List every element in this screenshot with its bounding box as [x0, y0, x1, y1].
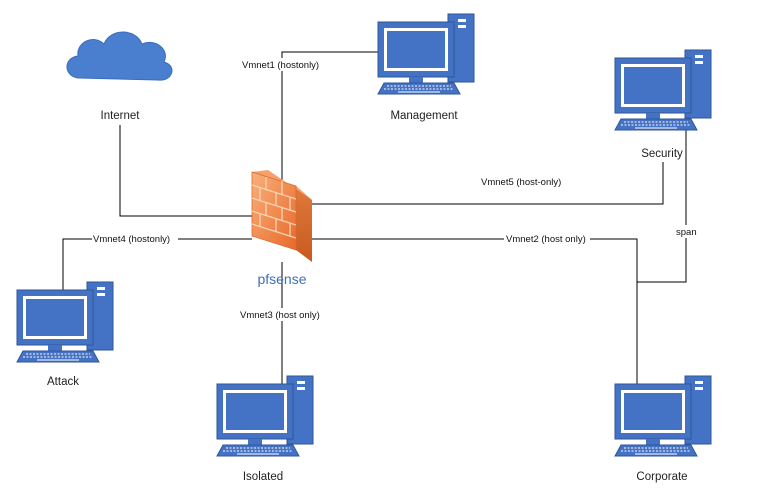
- internet-node[interactable]: Internet: [66, 31, 173, 122]
- cloud-icon: [66, 31, 173, 81]
- connection-lines: [62, 51, 687, 385]
- link-vmnet2: [312, 238, 638, 385]
- isolated-node[interactable]: Isolated: [216, 375, 314, 483]
- link-span: [637, 129, 687, 283]
- security-label: Security: [641, 148, 683, 160]
- management-node[interactable]: Management: [377, 13, 475, 122]
- link-labels: Vmnet1 (hostonly) Vmnet5 (host-only) Vmn…: [92, 58, 699, 321]
- corporate-label: Corporate: [636, 471, 687, 483]
- security-node[interactable]: Security: [614, 49, 712, 160]
- link-vmnet1: [281, 51, 378, 180]
- firewall-icon: [251, 170, 312, 262]
- corporate-node[interactable]: Corporate: [614, 375, 712, 483]
- internet-label: Internet: [101, 110, 141, 122]
- isolated-label: Isolated: [243, 471, 283, 483]
- computer-icon: [16, 281, 114, 363]
- span-label: span: [676, 227, 697, 238]
- link-vmnet5: [312, 162, 664, 205]
- attack-node[interactable]: Attack: [16, 281, 114, 388]
- vmnet1-label: Vmnet1 (hostonly): [242, 60, 319, 71]
- computer-icon: [614, 375, 712, 457]
- computer-icon: [216, 375, 314, 457]
- pfsense-node[interactable]: pfsense: [251, 170, 312, 287]
- link-internet: [119, 125, 252, 217]
- attack-label: Attack: [47, 376, 79, 388]
- vmnet5-label: Vmnet5 (host-only): [481, 177, 561, 188]
- pfsense-label: pfsense: [257, 271, 306, 287]
- link-vmnet4: [62, 238, 252, 290]
- vmnet2-label: Vmnet2 (host only): [506, 234, 586, 245]
- vmnet4-label: Vmnet4 (hostonly): [93, 234, 170, 245]
- vmnet3-label: Vmnet3 (host only): [240, 310, 320, 321]
- computer-icon: [377, 13, 475, 95]
- management-label: Management: [390, 110, 458, 122]
- computer-icon: [614, 49, 712, 131]
